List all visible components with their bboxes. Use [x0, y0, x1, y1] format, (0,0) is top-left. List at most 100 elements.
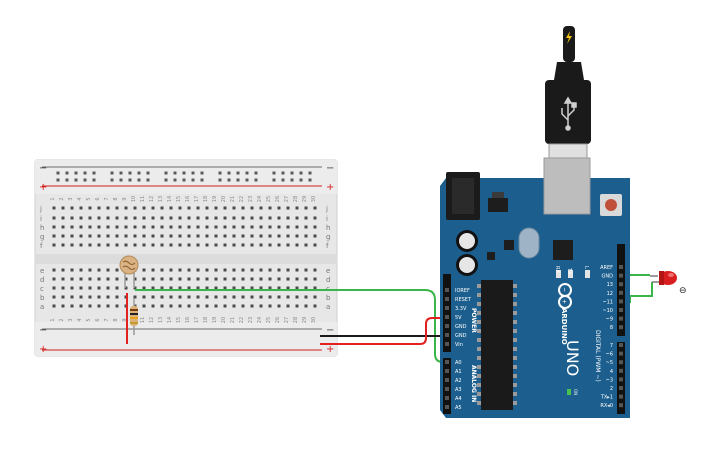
terminal-hole[interactable] [106, 277, 110, 281]
led-red[interactable] [650, 271, 677, 285]
terminal-hole[interactable] [277, 277, 281, 281]
terminal-hole[interactable] [250, 234, 254, 238]
rail-hole[interactable] [200, 171, 204, 175]
terminal-hole[interactable] [286, 304, 290, 308]
terminal-hole[interactable] [124, 277, 128, 281]
terminal-hole[interactable] [70, 304, 74, 308]
terminal-hole[interactable] [61, 234, 65, 238]
terminal-hole[interactable] [52, 234, 56, 238]
terminal-hole[interactable] [169, 243, 173, 247]
terminal-hole[interactable] [151, 304, 155, 308]
terminal-hole[interactable] [268, 243, 272, 247]
rail-hole[interactable] [218, 178, 222, 182]
terminal-hole[interactable] [259, 225, 263, 229]
header-pin[interactable] [445, 315, 449, 319]
header-pin[interactable] [619, 290, 623, 295]
terminal-hole[interactable] [286, 268, 290, 272]
rail-hole[interactable] [110, 178, 114, 182]
terminal-hole[interactable] [196, 216, 200, 220]
header-pin[interactable] [619, 360, 623, 365]
terminal-hole[interactable] [277, 234, 281, 238]
terminal-hole[interactable] [61, 277, 65, 281]
terminal-hole[interactable] [115, 216, 119, 220]
terminal-hole[interactable] [115, 225, 119, 229]
rail-hole[interactable] [119, 178, 123, 182]
terminal-hole[interactable] [160, 295, 164, 299]
terminal-hole[interactable] [169, 216, 173, 220]
terminal-hole[interactable] [295, 277, 299, 281]
terminal-hole[interactable] [268, 286, 272, 290]
terminal-hole[interactable] [214, 277, 218, 281]
terminal-hole[interactable] [223, 206, 227, 210]
rail-hole[interactable] [74, 178, 78, 182]
terminal-hole[interactable] [196, 286, 200, 290]
terminal-hole[interactable] [88, 243, 92, 247]
terminal-hole[interactable] [268, 206, 272, 210]
terminal-hole[interactable] [187, 243, 191, 247]
terminal-hole[interactable] [259, 295, 263, 299]
terminal-hole[interactable] [187, 234, 191, 238]
terminal-hole[interactable] [52, 304, 56, 308]
header-pin[interactable] [445, 324, 449, 328]
terminal-hole[interactable] [250, 268, 254, 272]
terminal-hole[interactable] [223, 304, 227, 308]
terminal-hole[interactable] [142, 277, 146, 281]
terminal-hole[interactable] [313, 225, 317, 229]
terminal-hole[interactable] [313, 295, 317, 299]
terminal-hole[interactable] [295, 225, 299, 229]
header-pin[interactable] [619, 351, 623, 356]
rail-hole[interactable] [119, 171, 123, 175]
terminal-hole[interactable] [295, 304, 299, 308]
terminal-hole[interactable] [196, 268, 200, 272]
terminal-hole[interactable] [169, 304, 173, 308]
terminal-hole[interactable] [151, 206, 155, 210]
terminal-hole[interactable] [178, 268, 182, 272]
terminal-hole[interactable] [214, 243, 218, 247]
terminal-hole[interactable] [250, 295, 254, 299]
terminal-hole[interactable] [313, 206, 317, 210]
terminal-hole[interactable] [79, 268, 83, 272]
terminal-hole[interactable] [79, 234, 83, 238]
terminal-hole[interactable] [277, 304, 281, 308]
header-pin[interactable] [619, 403, 623, 408]
terminal-hole[interactable] [304, 304, 308, 308]
terminal-hole[interactable] [205, 277, 209, 281]
terminal-hole[interactable] [259, 243, 263, 247]
terminal-hole[interactable] [313, 268, 317, 272]
header-pin[interactable] [619, 308, 623, 312]
terminal-hole[interactable] [79, 216, 83, 220]
terminal-hole[interactable] [133, 225, 137, 229]
terminal-hole[interactable] [304, 225, 308, 229]
terminal-hole[interactable] [250, 225, 254, 229]
terminal-hole[interactable] [61, 225, 65, 229]
terminal-hole[interactable] [214, 304, 218, 308]
terminal-hole[interactable] [178, 234, 182, 238]
terminal-hole[interactable] [169, 277, 173, 281]
terminal-hole[interactable] [151, 216, 155, 220]
terminal-hole[interactable] [88, 216, 92, 220]
terminal-hole[interactable] [295, 295, 299, 299]
terminal-hole[interactable] [88, 277, 92, 281]
terminal-hole[interactable] [286, 295, 290, 299]
terminal-hole[interactable] [304, 295, 308, 299]
terminal-hole[interactable] [223, 243, 227, 247]
terminal-hole[interactable] [223, 277, 227, 281]
terminal-hole[interactable] [241, 268, 245, 272]
terminal-hole[interactable] [241, 304, 245, 308]
terminal-hole[interactable] [214, 286, 218, 290]
terminal-hole[interactable] [52, 243, 56, 247]
header-pin[interactable] [619, 368, 623, 373]
terminal-hole[interactable] [151, 277, 155, 281]
rail-hole[interactable] [56, 171, 60, 175]
header-pin[interactable] [619, 282, 623, 287]
terminal-hole[interactable] [97, 295, 101, 299]
terminal-hole[interactable] [187, 277, 191, 281]
terminal-hole[interactable] [295, 243, 299, 247]
terminal-hole[interactable] [232, 206, 236, 210]
header-pin[interactable] [445, 378, 449, 382]
terminal-hole[interactable] [232, 234, 236, 238]
terminal-hole[interactable] [52, 277, 56, 281]
terminal-hole[interactable] [178, 206, 182, 210]
terminal-hole[interactable] [205, 234, 209, 238]
